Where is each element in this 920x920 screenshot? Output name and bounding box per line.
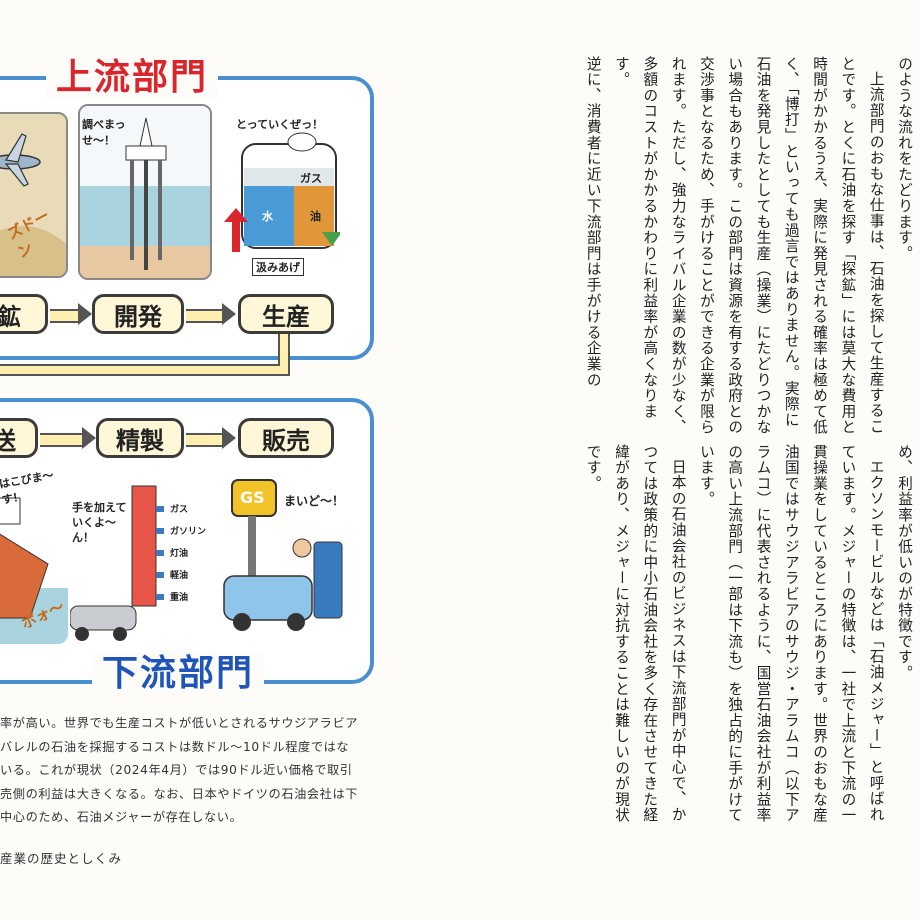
refining-illustration: 手を加えていくよ〜ん！ ガス ガソリン 灯油 軽油 重油 [70, 476, 206, 644]
caption-line: 率が高い。世界でも生産コストが低いとされるサウジアラビア [0, 716, 359, 730]
exploration-illustration: ズドーン [0, 112, 68, 278]
arrow-head-icon [222, 303, 236, 325]
pump-label: 汲みあげ [252, 258, 304, 276]
tanker-ship-icon [0, 497, 68, 644]
airplane-icon [0, 114, 66, 276]
distillation-tower-icon [70, 485, 164, 641]
body-text-lower: め、利益率が低いのが特徴です。 エクソンモービルなどは「石油メジャー」と呼ばれて… [546, 444, 918, 824]
step-development: 開発 [92, 294, 184, 334]
step-refining: 精製 [96, 418, 184, 458]
arrow-head-icon [222, 427, 236, 449]
paragraph: エクソンモービルなどは「石油メジャー」と呼ばれています。メジャーの特徴は、一社で… [697, 444, 885, 824]
step-transport: 送 [0, 418, 38, 458]
step-sales: 販売 [238, 418, 334, 458]
caption-line: 売側の利益は大きくなる。なお、日本やドイツの石油会社は下 [0, 786, 359, 801]
arrow-connector [40, 433, 84, 447]
kerosene-product-label: 灯油 [170, 549, 189, 559]
flow-connector [0, 334, 290, 376]
running-footer: 産業の歴史としくみ [0, 851, 123, 866]
step-production: 生産 [238, 294, 334, 334]
paragraph: 日本の石油会社のビジネスは下流部門が中心で、かつては政策的に中小石油会社を多く存… [584, 444, 687, 824]
caption-line: 中心のため、石油メジャーが存在しない。 [0, 810, 243, 824]
figure-caption: 率が高い。世界でも生産コストが低いとされるサウジアラビア バレルの石油を採掘する… [0, 712, 380, 830]
paragraph: め、利益率が低いのが特徴です。 [896, 444, 913, 681]
gs-sign-label: GS [240, 488, 265, 507]
gas-label: ガス [300, 172, 322, 185]
light-oil-product-label: 軽油 [170, 571, 189, 581]
arrow-connector [186, 433, 224, 447]
caption-line: いる。これが現状（2024年4月）では90ドル近い価格で取引 [0, 763, 353, 777]
heavy-oil-product-label: 重油 [170, 593, 189, 603]
downstream-title: 下流部門 [92, 652, 265, 696]
development-illustration: 調べまっせ〜！ [78, 104, 212, 280]
gas-station-icon [223, 479, 343, 631]
gas-product-label: ガス [170, 505, 189, 515]
gasoline-product-label: ガソリン [170, 527, 206, 537]
oil-label: 油 [310, 210, 321, 223]
develop-bubble: 調べまっせ〜！ [82, 118, 126, 147]
oil-rig-icon [80, 106, 210, 278]
production-illustration: とっていくぜっ！ ガス 水 油 汲みあげ [222, 112, 340, 278]
sale-bubble: まいど〜！ [284, 494, 345, 508]
produce-bubble: とっていくぜっ！ [236, 118, 324, 131]
arrow-head-icon [82, 427, 96, 449]
sales-illustration: GS まいど〜！ [222, 472, 348, 642]
paragraph: 逆に、消費者に近い下流部門は手がける企業の [584, 56, 602, 388]
step-exploration: 鉱 [0, 294, 48, 334]
body-text-upper: のような流れをたどります。 上流部門のおもな仕事は、石油を探して生産することです… [546, 56, 918, 436]
paragraph: のような流れをたどります。 [896, 56, 913, 262]
upstream-title: 上流部門 [46, 56, 219, 100]
paragraph: 上流部門のおもな仕事は、石油を探して生産することです。とくに石油を探す「探鉱」に… [613, 56, 885, 436]
refine-bubble: 手を加えていくよ〜ん！ [72, 501, 127, 544]
arrow-connector [50, 309, 80, 323]
arrow-connector [186, 309, 224, 323]
arrow-head-icon [78, 303, 92, 325]
water-label: 水 [262, 210, 273, 223]
oil-tank-icon [224, 132, 340, 252]
caption-line: バレルの石油を採掘するコストは数ドル〜10ドル程度ではな [0, 739, 350, 754]
transport-illustration: はこびま〜す！ ボォ〜 [0, 468, 68, 644]
